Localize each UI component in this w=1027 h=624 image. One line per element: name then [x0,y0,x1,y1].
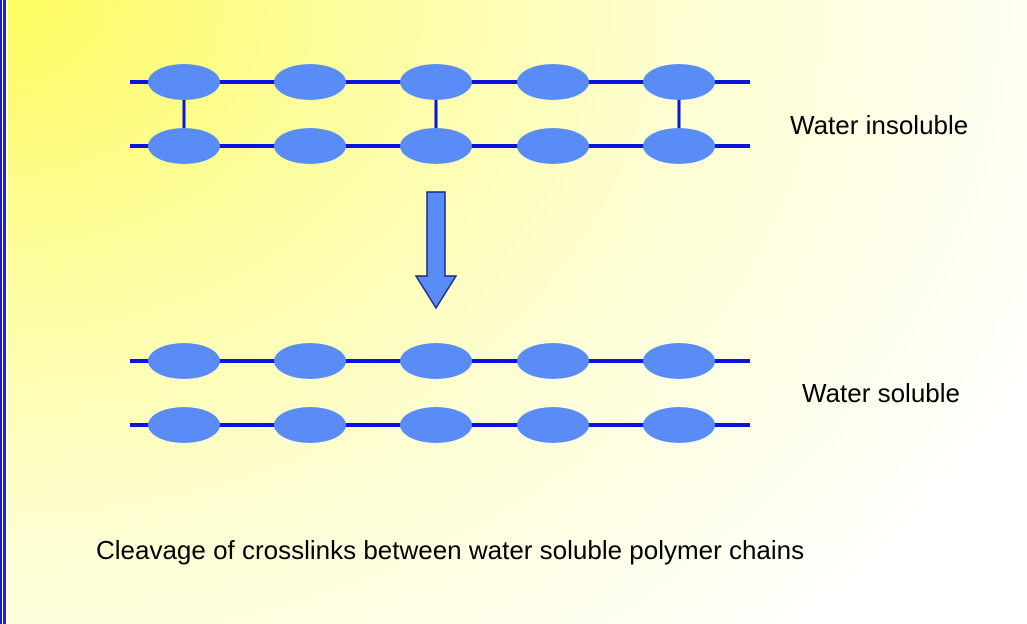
monomer-bead [148,343,220,379]
monomer-bead [400,64,472,100]
monomer-bead [148,128,220,164]
monomer-bead [400,128,472,164]
down-arrow-icon [414,191,458,310]
monomer-bead [400,407,472,443]
monomer-bead [274,64,346,100]
water-soluble-label: Water soluble [802,378,960,408]
monomer-bead [517,343,589,379]
monomer-bead [517,128,589,164]
transition-arrow [414,191,458,310]
monomer-bead [517,407,589,443]
water-insoluble-label: Water insoluble [790,110,969,140]
diagram-caption: Cleavage of crosslinks between water sol… [96,535,805,565]
monomer-bead [517,64,589,100]
monomer-bead [643,343,715,379]
free-polymer-group [130,343,750,443]
monomer-bead [148,407,220,443]
monomer-bead [400,343,472,379]
crosslinked-polymer-group [130,64,750,164]
monomer-bead [643,128,715,164]
slide-left-border [0,0,8,624]
monomer-bead [643,64,715,100]
monomer-bead [274,128,346,164]
monomer-bead [274,343,346,379]
monomer-bead [148,64,220,100]
monomer-bead [643,407,715,443]
monomer-bead [274,407,346,443]
